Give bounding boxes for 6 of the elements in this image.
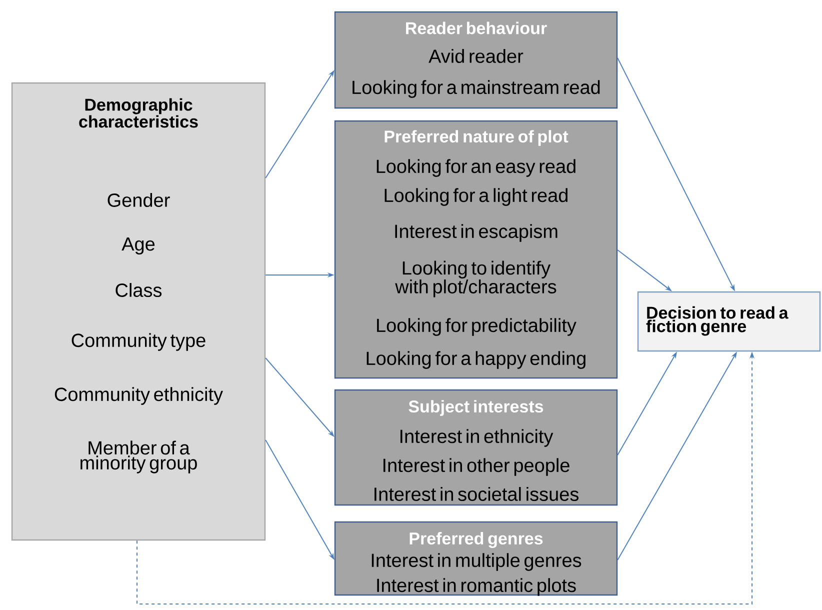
factor-box: Subject interests Interest in ethnicity Interest in other people Interest in societal issues: [334, 389, 618, 506]
category-box: Demographic characteristics Gender Age Class Community type Community ethnicity Member of a minority group: [11, 82, 266, 541]
factor-box: Reader behaviour Avid reader Looking for a mainstream read: [334, 11, 618, 109]
outcome-box: Decision to read a fiction genre: [637, 291, 821, 352]
factor-box: Preferred nature of plot Looking for an easy read Looking for a light read Interest in escapism Looking to identify with plot/characters Looking for predictability Looking for a happy ending: [334, 120, 618, 379]
factor-box: Preferred genres Interest in multiple genres Interest in romantic plots: [334, 521, 618, 596]
